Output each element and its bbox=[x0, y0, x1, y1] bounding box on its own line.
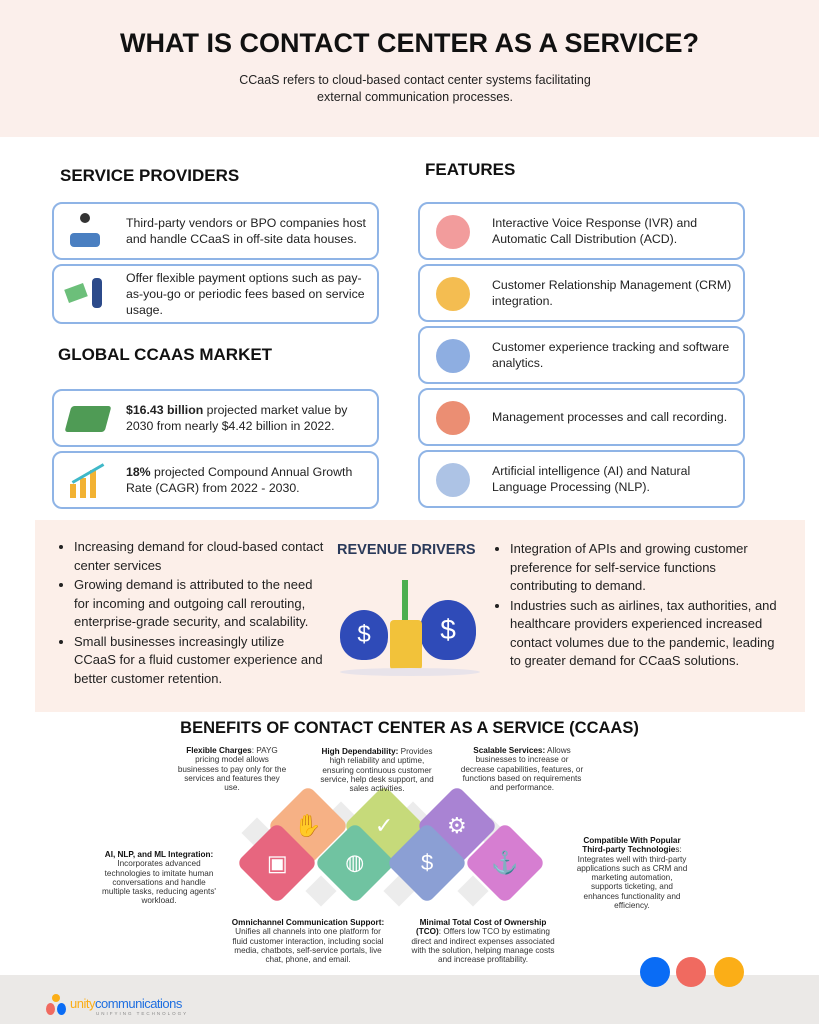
revenue-item: Industries such as airlines, tax authori… bbox=[510, 597, 782, 671]
growth-chart-icon bbox=[62, 458, 118, 502]
analytics-icon bbox=[428, 333, 484, 377]
money-bags-plant-icon: $ $ bbox=[340, 580, 480, 680]
ai-brain-icon bbox=[428, 457, 484, 501]
header-band bbox=[0, 0, 819, 137]
benefit-title: Compatible With Popular Third-party Tech… bbox=[582, 836, 681, 855]
benefit-text: Allows businesses to increase or decreas… bbox=[460, 746, 584, 793]
call-recording-icon bbox=[428, 395, 484, 439]
feature-text: Interactive Voice Response (IVR) and Aut… bbox=[492, 216, 698, 246]
feature-text: Customer experience tracking and softwar… bbox=[492, 340, 730, 370]
benefit-title: Scalable Services: bbox=[473, 746, 546, 755]
features-heading: FEATURES bbox=[425, 160, 516, 179]
unity-logo-icon bbox=[46, 994, 66, 1016]
page-title: WHAT IS CONTACT CENTER AS A SERVICE? bbox=[119, 28, 699, 58]
feature-card: Artificial intelligence (AI) and Natural… bbox=[418, 450, 745, 508]
decor-dot bbox=[676, 957, 706, 987]
benefit-title: Omnichannel Communication Support: bbox=[231, 918, 385, 927]
benefit-title: Minimal Total Cost of Ownership (TCO) bbox=[416, 918, 547, 937]
market-heading: GLOBAL CCAAS MARKET bbox=[58, 345, 273, 364]
service-provider-text: Third-party vendors or BPO companies hos… bbox=[126, 216, 366, 246]
decor-dot bbox=[714, 957, 744, 987]
service-provider-text: Offer flexible payment options such as p… bbox=[126, 271, 365, 317]
market-text: projected market value by 2030 from near… bbox=[126, 403, 348, 433]
feature-card: Management processes and call recording. bbox=[418, 388, 745, 446]
feature-text: Customer Relationship Management (CRM) i… bbox=[492, 278, 732, 308]
market-card: 18% projected Compound Annual Growth Rat… bbox=[52, 451, 379, 509]
revenue-drivers-heading: REVENUE DRIVERS bbox=[337, 542, 476, 558]
outsourcing-icon bbox=[62, 209, 118, 253]
service-provider-card: Offer flexible payment options such as p… bbox=[52, 264, 379, 324]
feature-card: Customer Relationship Management (CRM) i… bbox=[418, 264, 745, 322]
page-subtitle: CCaaS refers to cloud-based contact cent… bbox=[239, 73, 591, 104]
benefit-title: High Dependability: bbox=[321, 747, 399, 756]
payment-icon bbox=[62, 272, 118, 316]
revenue-right-list: Integration of APIs and growing customer… bbox=[492, 540, 782, 672]
feature-text: Artificial intelligence (AI) and Natural… bbox=[492, 464, 691, 494]
benefit-text: s: Integrates well with third-party appl… bbox=[576, 845, 688, 911]
feature-card: Customer experience tracking and softwar… bbox=[418, 326, 745, 384]
benefits-heading: BENEFITS OF CONTACT CENTER AS A SERVICE … bbox=[180, 719, 639, 737]
benefit-text: : PAYG pricing model allows businesses t… bbox=[177, 746, 287, 793]
revenue-drivers-band bbox=[35, 520, 805, 712]
benefit-title: AI, NLP, and ML Integration: bbox=[104, 850, 214, 859]
benefit-text: : Offers low TCO by estimating direct an… bbox=[411, 927, 555, 965]
revenue-left-list: Increasing demand for cloud-based contac… bbox=[56, 538, 326, 689]
ivr-agent-icon bbox=[428, 209, 484, 253]
revenue-item: Small businesses increasingly utilize CC… bbox=[74, 633, 326, 689]
revenue-item: Growing demand is attributed to the need… bbox=[74, 576, 326, 632]
revenue-item: Increasing demand for cloud-based contac… bbox=[74, 538, 326, 575]
cagr-value: 18% bbox=[126, 465, 151, 479]
service-provider-card: Third-party vendors or BPO companies hos… bbox=[52, 202, 379, 260]
feature-card: Interactive Voice Response (IVR) and Aut… bbox=[418, 202, 745, 260]
market-card: $16.43 billion projected market value by… bbox=[52, 389, 379, 447]
benefit-text: Incorporates advanced technologies to im… bbox=[102, 859, 216, 906]
feature-text: Management processes and call recording. bbox=[492, 410, 728, 424]
revenue-item: Integration of APIs and growing customer… bbox=[510, 540, 782, 596]
crm-icon bbox=[428, 271, 484, 315]
benefit-text: Unifies all channels into one platform f… bbox=[232, 927, 384, 965]
decor-dot bbox=[640, 957, 670, 987]
service-providers-heading: SERVICE PROVIDERS bbox=[60, 166, 240, 185]
money-stack-icon bbox=[62, 396, 118, 440]
brand-tagline: UNIFYING TECHNOLOGY bbox=[96, 1011, 189, 1016]
market-value: $16.43 billion bbox=[126, 403, 204, 417]
benefit-text: Provides high reliability and uptime, en… bbox=[320, 747, 434, 794]
benefit-title: Flexible Charges bbox=[186, 746, 252, 755]
market-text: projected Compound Annual Growth Rate (C… bbox=[126, 465, 353, 495]
brand-name: unitycommunications bbox=[70, 996, 182, 1011]
